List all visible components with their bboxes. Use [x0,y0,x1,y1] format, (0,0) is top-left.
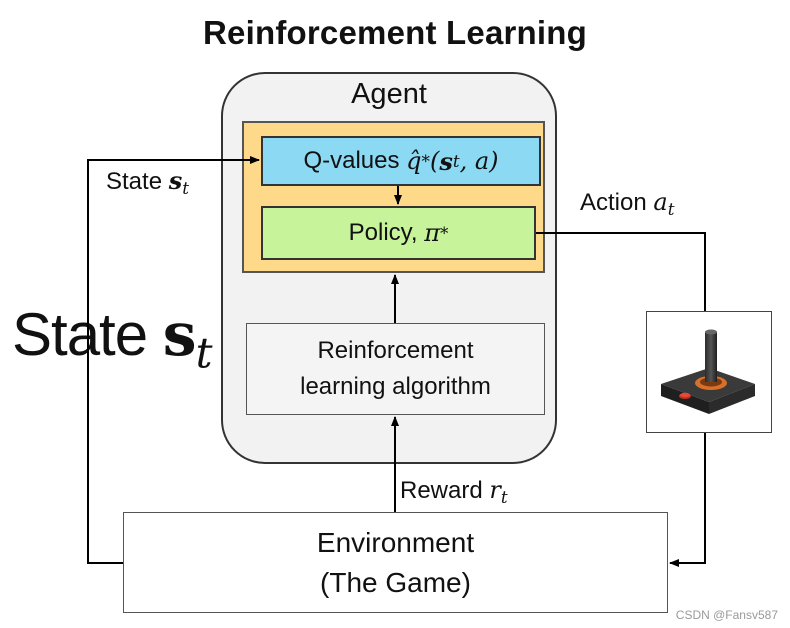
q-star-subscript: * [421,151,430,171]
rl-algorithm-line2: learning algorithm [300,373,491,400]
state-var: s [168,166,183,195]
action-var: a [653,188,668,216]
large-state-text: State [12,301,148,368]
large-state-sub: t [195,328,213,378]
reward-label-text: Reward [400,477,483,504]
state-arrow [87,156,260,564]
action-arrow [669,433,706,567]
policy-box: Policy, π* [261,206,536,260]
q-state-subscript: t [452,151,460,171]
state-sub: t [182,178,189,199]
environment-line1: Environment [316,526,475,558]
diagram-title: Reinforcement Learning [203,14,587,51]
state-label-text: State [106,168,163,195]
watermark: CSDN @Fansv587 [675,608,778,622]
reward-var: r [489,476,501,504]
q-values-label: Q-values [303,147,400,174]
policy-label: Policy, [348,219,418,246]
agent-label: Agent [351,78,427,110]
joystick-icon [661,329,755,414]
environment-box: Environment (The Game) [123,512,668,613]
large-state-var: s [162,300,197,370]
q-hat-symbol: q̂ [406,147,422,175]
policy-pi-symbol: π [424,219,440,247]
rl-algorithm-box: Reinforcement learning algorithm [246,323,545,415]
reward-sub: t [500,487,508,508]
action-label-text: Action [580,189,647,216]
state-label: State st [106,166,189,198]
action-line [536,232,706,311]
rl-algorithm-line1: Reinforcement [317,337,474,364]
environment-line2: (The Game) [320,566,471,598]
action-label: Action at [580,188,674,219]
q-action-symbol: a [474,147,490,175]
q-state-symbol: s [439,146,453,176]
action-sub: t [667,199,675,220]
reward-label: Reward rt [400,476,508,507]
large-state-label: State st [12,300,213,378]
joystick-box [646,311,772,433]
policy-star-subscript: * [439,223,449,243]
